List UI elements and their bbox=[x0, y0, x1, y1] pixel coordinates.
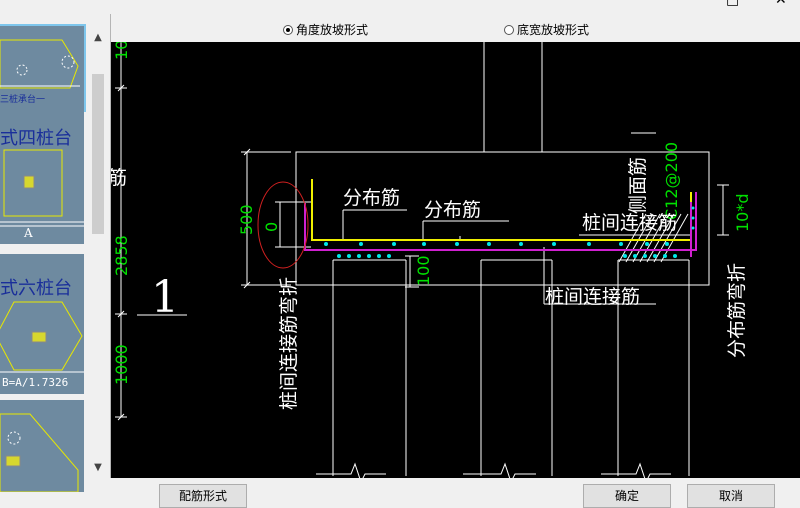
scroll-down-arrow-icon[interactable]: ▼ bbox=[94, 462, 102, 473]
rebar-drawing-canvas: 10 2858 1000 500 0 100 10*d C12@200 侧面筋 … bbox=[111, 42, 800, 478]
dim-10-label: 10 bbox=[112, 42, 131, 60]
left-truncated-label: 筋 bbox=[111, 167, 127, 189]
dim-1000-label: 1000 bbox=[112, 344, 131, 385]
distribution-bend-label: 分布筋弯折 bbox=[726, 263, 748, 358]
radio-selected-icon[interactable] bbox=[283, 24, 293, 35]
dim-0-label: 0 bbox=[262, 222, 281, 232]
dim-10d-label: 10*d bbox=[733, 193, 752, 232]
dim-2858-label: 2858 bbox=[112, 235, 131, 276]
radio-label: 底宽放坡形式 bbox=[517, 23, 590, 37]
pile-cap-preview bbox=[0, 413, 79, 492]
slope-form-options: 角度放坡形式 底宽放坡形式 bbox=[111, 14, 800, 42]
side-rebar-spec-label: C12@200 bbox=[662, 142, 681, 220]
template-list-scrollbar[interactable]: ▲ ▼ bbox=[90, 16, 106, 478]
side-rebar-label: 侧面筋 bbox=[627, 157, 649, 214]
pile-connection-bend-label: 桩间连接筋弯折 bbox=[278, 277, 300, 410]
thumbnail-pile-cap-4[interactable] bbox=[0, 400, 84, 492]
pile-connection-rebar-label: 桩间连接筋 bbox=[545, 286, 640, 308]
thumbnail-title: 式四桩台 bbox=[0, 128, 72, 149]
four-pile-cap-preview bbox=[0, 149, 84, 227]
dim-100-label: 100 bbox=[414, 255, 433, 286]
section-number: 1 bbox=[151, 272, 179, 323]
radio-label: 角度放坡形式 bbox=[296, 23, 369, 37]
radio-angle-slope[interactable]: 角度放坡形式 bbox=[283, 21, 368, 38]
ok-button[interactable]: 确定 bbox=[583, 484, 671, 508]
distribution-rebar-label: 分布筋 bbox=[343, 187, 400, 209]
distribution-rebar-label: 分布筋 bbox=[424, 199, 481, 221]
scroll-up-arrow-icon[interactable]: ▲ bbox=[94, 32, 102, 43]
pile-connection-rebar-label: 桩间连接筋 bbox=[582, 212, 677, 234]
close-icon[interactable]: ✕ bbox=[775, 0, 787, 8]
scrollbar-thumb[interactable] bbox=[92, 74, 104, 234]
restore-icon[interactable]: □ bbox=[726, 0, 740, 8]
radio-unselected-icon[interactable] bbox=[504, 24, 514, 35]
cancel-button[interactable]: 取消 bbox=[687, 484, 775, 508]
dim-500-label: 500 bbox=[237, 204, 256, 235]
thumbnail-three-pile-cap[interactable]: 三桩承台一 bbox=[0, 24, 86, 112]
thumbnail-caption: 三桩承台一 bbox=[0, 95, 46, 105]
thumbnail-dim: A bbox=[24, 226, 33, 240]
rebar-form-button[interactable]: 配筋形式 bbox=[159, 484, 247, 508]
three-pile-cap-preview bbox=[0, 39, 80, 89]
radio-width-slope[interactable]: 底宽放坡形式 bbox=[504, 21, 589, 38]
thumbnail-title: 式六桩台 bbox=[0, 278, 72, 299]
thumbnail-four-pile-cap[interactable]: 式四桩台 A bbox=[0, 104, 84, 244]
thumbnail-dim: B=A/1.7326 bbox=[2, 376, 69, 389]
thumbnail-six-pile-cap[interactable]: 式六桩台 B=A/1.7326 bbox=[0, 254, 84, 394]
six-pile-cap-preview bbox=[0, 301, 84, 373]
